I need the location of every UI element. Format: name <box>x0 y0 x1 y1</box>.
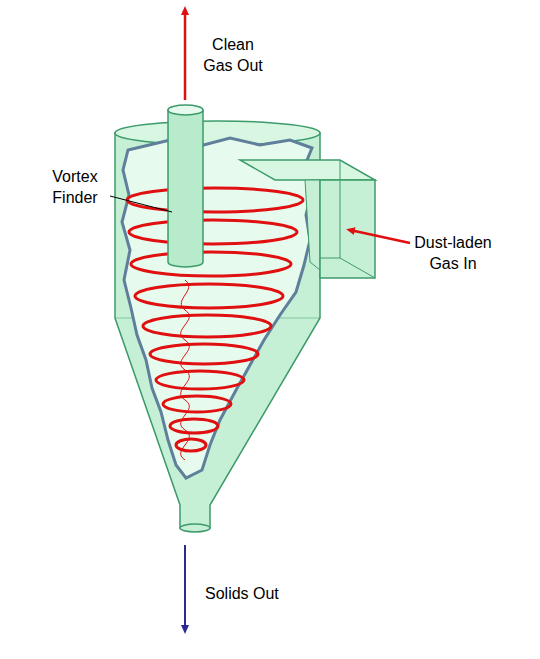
cyclone-body <box>115 121 320 532</box>
inner-vortex <box>181 280 190 460</box>
vortex-finder-tube <box>168 105 203 267</box>
inlet-arrow <box>350 230 410 243</box>
outer-vortex <box>127 188 303 451</box>
cutaway-window <box>122 138 312 478</box>
solids-arrow <box>184 545 186 630</box>
outlet-label: Solids Out <box>205 583 315 604</box>
inlet-label: Dust-laden Gas In <box>403 232 503 274</box>
outlet-label: Clean Gas Out <box>197 34 269 76</box>
clean-gas-arrow <box>184 10 187 100</box>
part-label: Vortex Finder <box>36 166 114 208</box>
inlet-duct <box>240 160 375 278</box>
leader-line <box>110 196 172 212</box>
